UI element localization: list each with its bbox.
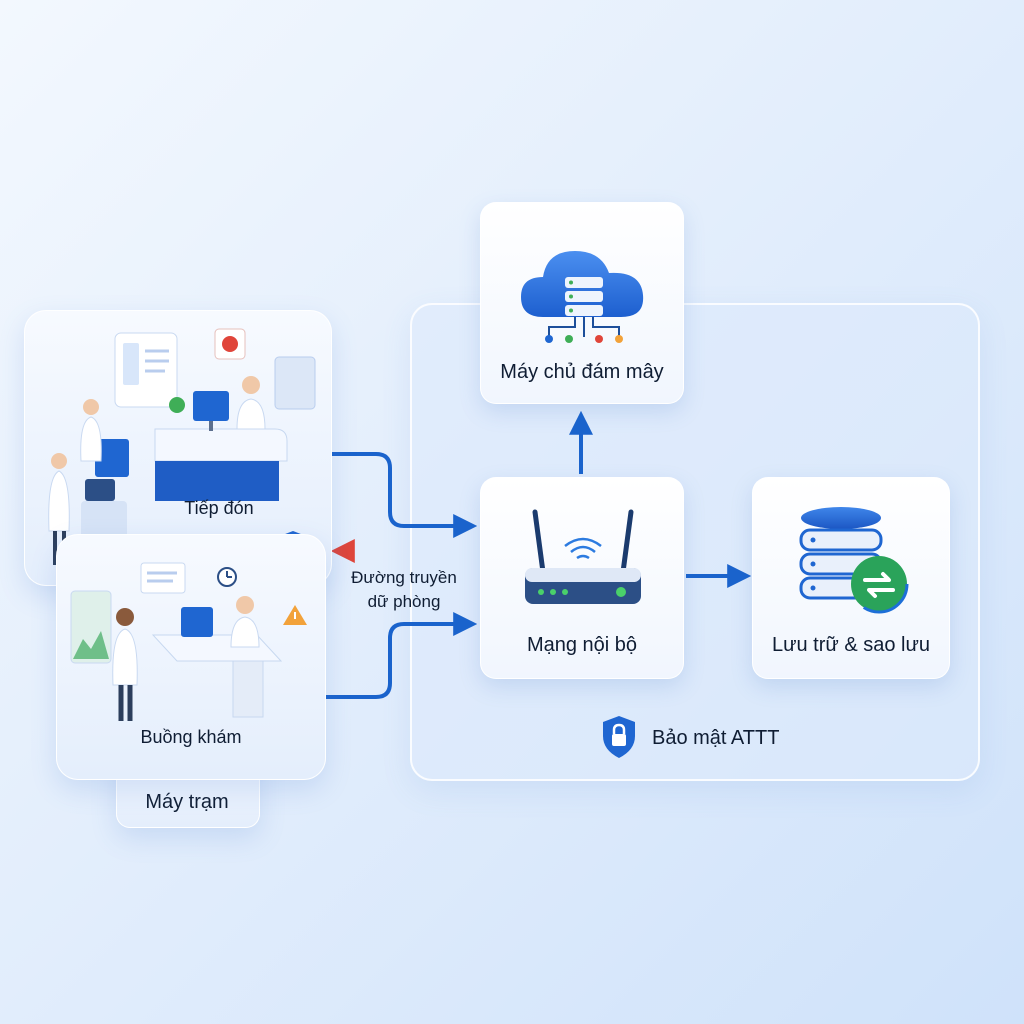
reception-label: Tiếp đón	[184, 498, 254, 518]
backup-line-label-2: dữ phòng	[367, 592, 441, 611]
cloud-server-label: Máy chủ đám mây	[500, 361, 664, 383]
internal-network-label: Mạng nội bộ	[526, 634, 638, 656]
exam-room-illustration	[70, 562, 307, 721]
exam-to-network-arrow	[325, 612, 478, 699]
workstation-label: Máy trạm	[145, 791, 229, 813]
storage-backup-label: Lưu trữ & sao lưu	[771, 634, 930, 656]
reception-to-network-arrow	[330, 452, 478, 538]
backup-line-label: Đường truyền dữ phòng	[340, 566, 468, 614]
shield-lock-icon	[603, 716, 635, 758]
security-label: Bảo mật ATTT	[652, 727, 780, 749]
storage-backup-card[interactable]: Lưu trữ & sao lưu	[752, 477, 950, 679]
cloud-server-icon	[521, 251, 644, 343]
backup-line-label-1: Đường truyền	[351, 568, 457, 587]
cloud-server-card[interactable]: Máy chủ đám mây	[480, 202, 684, 404]
router-icon	[525, 509, 641, 604]
exam-room-label: Buồng khám	[140, 727, 242, 747]
reception-room-illustration	[48, 328, 316, 565]
internal-network-card[interactable]: Mạng nội bộ	[480, 477, 684, 679]
database-sync-icon	[799, 507, 909, 614]
exam-room[interactable]: Buồng khám	[56, 534, 326, 780]
